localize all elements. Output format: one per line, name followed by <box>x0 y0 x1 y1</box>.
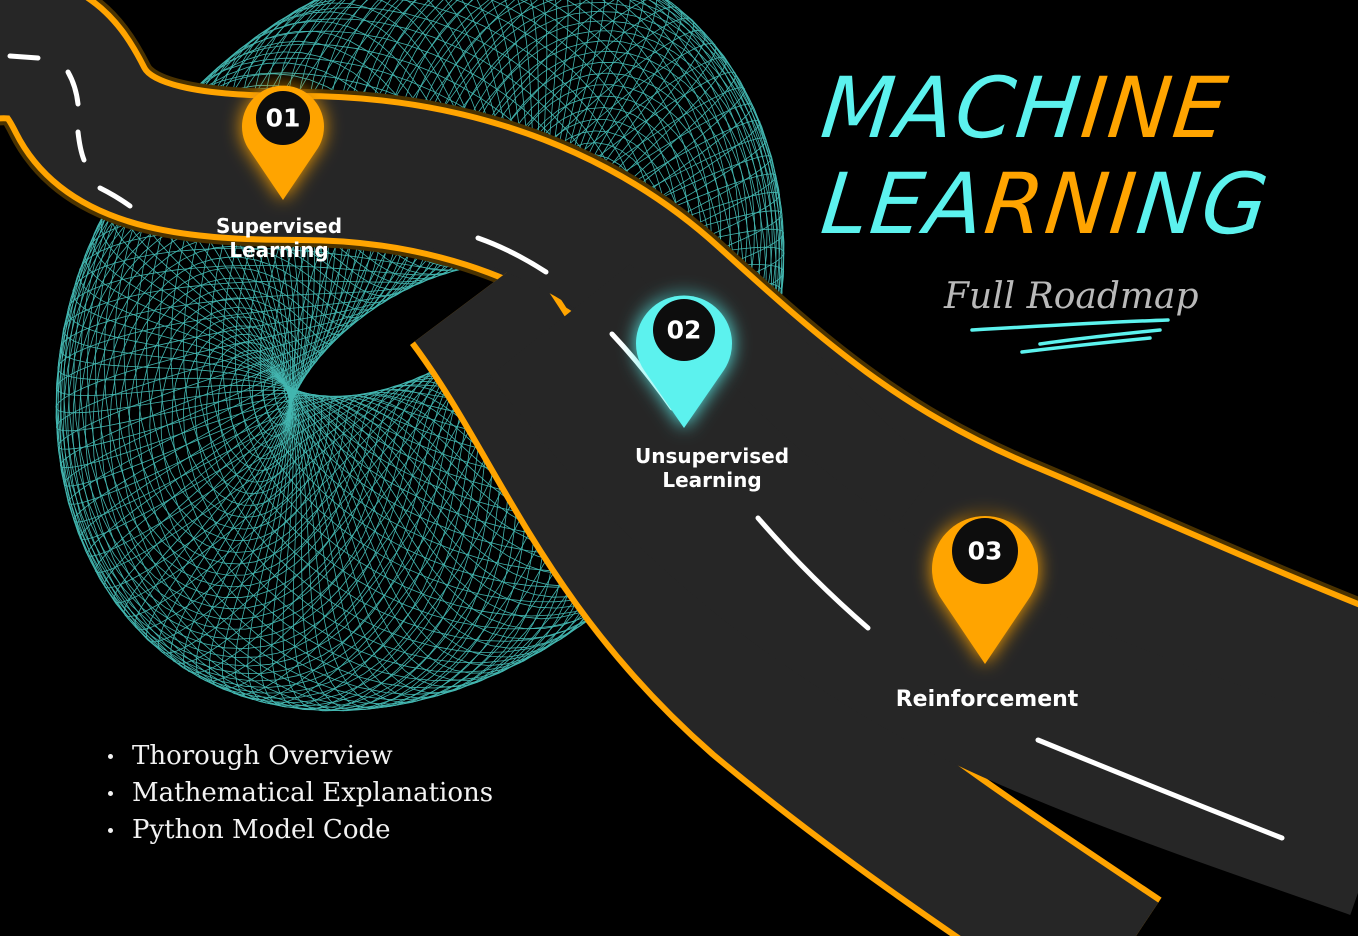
step-pin-03: 03 <box>932 516 1038 664</box>
feature-item: Mathematical Explanations <box>104 775 493 812</box>
mesh-line <box>103 0 726 589</box>
mesh-line <box>74 138 767 688</box>
title-segment: RNI <box>980 155 1143 253</box>
title-learning: LEARNING <box>816 155 1275 253</box>
mesh-line <box>170 0 622 664</box>
mesh-line <box>195 0 578 682</box>
feature-text: Mathematical Explanations <box>132 778 494 808</box>
step-number: 02 <box>667 316 702 345</box>
mesh-line <box>113 0 712 604</box>
bullet-dot-icon <box>108 791 113 796</box>
mesh-line <box>157 0 642 654</box>
bullet-dot-icon <box>108 754 113 759</box>
road-surface <box>489 263 1358 915</box>
step-label-line: Learning <box>662 468 762 492</box>
mesh-line <box>145 0 661 643</box>
step-label-unsupervised: Unsupervised Learning <box>635 444 789 492</box>
step-pin-02: 02 <box>636 295 732 428</box>
step-number: 03 <box>968 537 1003 566</box>
feature-item: Thorough Overview <box>104 738 493 775</box>
mesh-line <box>222 0 532 696</box>
step-label-line: Reinforcement <box>895 687 1079 712</box>
title-segment: MACH <box>816 59 1087 157</box>
step-label-supervised: Supervised Learning <box>216 214 342 262</box>
step-pin-01: 01 <box>242 85 325 200</box>
road-surface <box>299 103 940 572</box>
title-segment: NG <box>1132 155 1275 253</box>
title-segment: LEA <box>816 155 991 253</box>
step-label-reinforcement: Reinforcement <box>896 688 1079 712</box>
step-label-line: Unsupervised <box>634 444 790 468</box>
subtitle: Full Roadmap <box>944 276 1199 317</box>
bullet-dot-icon <box>108 828 113 833</box>
mesh-line <box>134 0 679 631</box>
mesh-line <box>208 0 555 689</box>
step-label-line: Learning <box>229 238 329 262</box>
title-machine: MACHINE <box>816 59 1234 157</box>
step-number: 01 <box>266 104 301 133</box>
lane-markings <box>7 53 1285 841</box>
subtitle-underline <box>970 318 1170 354</box>
feature-list: Thorough Overview Mathematical Explanati… <box>104 738 493 849</box>
mesh-line <box>123 0 696 618</box>
mesh-line <box>182 0 601 674</box>
feature-text: Thorough Overview <box>132 741 393 771</box>
step-label-line: Supervised <box>215 214 343 238</box>
feature-item: Python Model Code <box>104 812 493 849</box>
title-segment: INE <box>1076 59 1234 157</box>
feature-text: Python Model Code <box>132 815 391 845</box>
